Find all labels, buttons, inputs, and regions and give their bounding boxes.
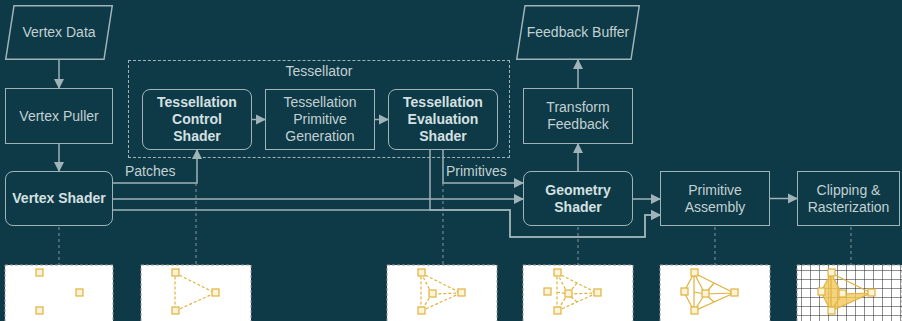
connector-arrow — [443, 150, 523, 183]
connector-arrow — [770, 198, 797, 200]
shader-box: Tessellation Control Shader — [142, 89, 252, 150]
connector-arrow — [633, 198, 660, 200]
node-label: Clipping & Rasterization — [804, 182, 893, 216]
connector-arrow — [252, 119, 265, 121]
node-label: Geometry Shader — [530, 182, 626, 216]
stage-group: TessellatorTessellation Control Shader Te… — [128, 60, 510, 158]
node-label: Transform Feedback — [530, 99, 626, 133]
connector-arrow — [577, 60, 579, 88]
connector-arrow — [58, 60, 60, 88]
data-store: Feedback Buffer — [516, 5, 640, 60]
connector-arrow — [113, 198, 523, 200]
node-label: Tessellation Evaluation Shader — [395, 94, 491, 145]
edge-label: Primitives — [444, 163, 509, 180]
connector-arrow — [577, 144, 579, 171]
connector-arrow — [113, 150, 197, 183]
node-label: Feedback Buffer — [527, 24, 629, 41]
node-label: Tessellation Control Shader — [149, 94, 245, 145]
illustration-panel — [5, 265, 902, 321]
process-box: Vertex Puller — [5, 88, 113, 144]
process-box: Tessellation Primitive Generation — [265, 89, 375, 150]
primitive-sketch — [175, 273, 871, 311]
node-label: Vertex Shader — [12, 190, 105, 207]
node-label: Vertex Data — [22, 24, 95, 41]
shader-box: Vertex Shader — [5, 171, 113, 226]
connector-arrow — [375, 119, 388, 121]
shader-box: Geometry Shader — [523, 171, 633, 226]
pixel-grid — [797, 265, 902, 321]
node-label: Tessellation Primitive Generation — [272, 94, 368, 145]
edge-label: Patches — [123, 163, 178, 180]
process-box: Transform Feedback — [523, 88, 633, 144]
node-label: Primitive Assembly — [667, 182, 763, 216]
process-box: Primitive Assembly — [660, 171, 770, 226]
connector-arrow — [430, 150, 660, 237]
vertex-marker — [36, 269, 875, 314]
data-store: Vertex Data — [5, 5, 113, 60]
connector-arrow — [58, 144, 60, 171]
process-box: Clipping & Rasterization — [797, 171, 900, 226]
shader-box: Tessellation Evaluation Shader — [388, 89, 498, 150]
group-title: Tessellator — [129, 63, 509, 80]
node-label: Vertex Puller — [19, 108, 98, 125]
